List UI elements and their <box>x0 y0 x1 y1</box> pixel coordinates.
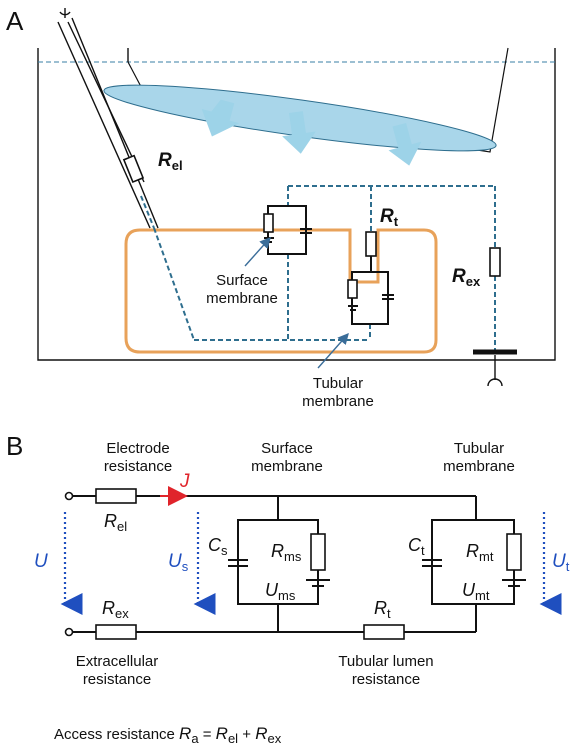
tubular-membrane-label-b2: membrane <box>443 458 515 475</box>
light-arrow-2 <box>282 111 316 154</box>
panel-a-letter: A <box>6 6 24 36</box>
ums-label: Ums <box>265 580 296 603</box>
top-wire <box>64 486 476 506</box>
electrode-resistance-label-1: Electrode <box>106 440 169 457</box>
us-label: Us <box>168 551 189 574</box>
r-t-label-a: Rt <box>380 206 399 229</box>
r-ex-label-b: Rex <box>102 598 129 621</box>
surface-membrane-label-a1: Surface <box>216 272 268 289</box>
access-resistance-formula: Access resistance Ra = Rel + Rex <box>54 724 282 746</box>
surface-membrane-block <box>228 496 330 632</box>
rmt-label: Rmt <box>466 541 494 564</box>
electrode-resistor <box>122 154 145 184</box>
u-label: U <box>34 551 48 572</box>
r-el-label-b: Rel <box>104 511 127 534</box>
extracellular-resistance-label-2: resistance <box>83 671 151 688</box>
light-arrow-1 <box>201 99 240 137</box>
tubular-pointer-arrow <box>317 332 349 369</box>
panel-b-letter: B <box>6 431 23 461</box>
r-ex-label-a: Rex <box>452 266 481 289</box>
surface-membrane-label-a2: membrane <box>206 290 278 307</box>
electrode-resistor-b <box>95 488 137 504</box>
surface-pointer-arrow <box>244 236 271 267</box>
extracellular-resistance-label-1: Extracellular <box>76 653 159 670</box>
extracellular-resistor-b <box>95 624 137 640</box>
cell-outline <box>124 228 438 354</box>
tubular-membrane-label-a1: Tubular <box>313 375 363 392</box>
surface-membrane-label-b1: Surface <box>261 440 313 457</box>
umt-label: Umt <box>462 580 490 603</box>
surface-membrane-label-b2: membrane <box>251 458 323 475</box>
r-el-label-a: Rel <box>158 150 183 173</box>
tubular-lumen-resistor <box>363 624 405 640</box>
tubular-membrane-label-b1: Tubular <box>454 440 504 457</box>
bath <box>37 48 556 361</box>
bottom-wire <box>64 604 477 640</box>
j-label: J <box>179 471 190 492</box>
tubular-lumen-resistance-label-1: Tubular lumen <box>338 653 433 670</box>
tubular-membrane-block <box>422 496 526 605</box>
electrode <box>57 8 159 229</box>
ut-label: Ut <box>552 551 570 574</box>
dashed-circuit <box>153 185 496 352</box>
rms-label: Rms <box>271 541 302 564</box>
cs-label: Cs <box>208 535 228 558</box>
ct-label: Ct <box>408 535 425 558</box>
tubular-lumen-resistance-label-2: resistance <box>352 671 420 688</box>
tubular-membrane-label-a2: membrane <box>302 393 374 410</box>
electrode-resistance-label-2: resistance <box>104 458 172 475</box>
extracellular-resistor-a <box>473 247 517 387</box>
tubular-membrane-element <box>347 231 394 325</box>
light-arrow-3 <box>388 122 422 166</box>
r-t-label-b: Rt <box>374 598 391 621</box>
